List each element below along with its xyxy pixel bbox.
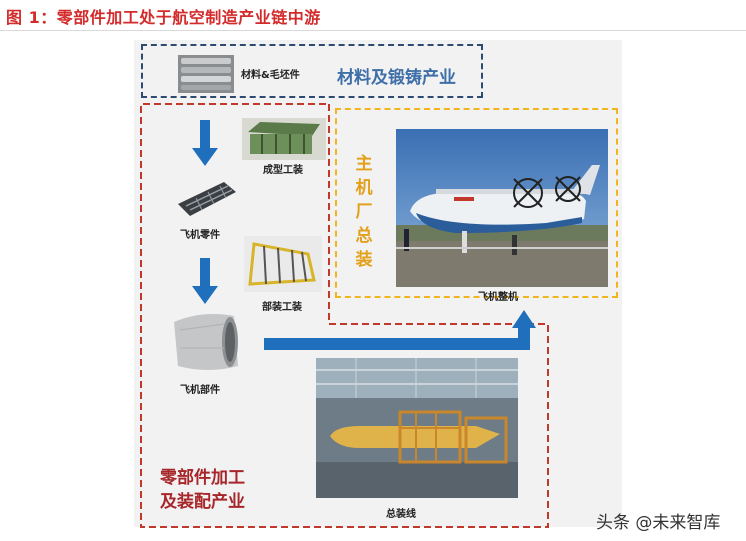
assembly-section-border [335,108,618,298]
aircraft-component-label: 飞机部件 [180,385,220,396]
down-arrow-icon [192,258,218,304]
assembly-tooling-image [244,236,322,292]
aircraft-part-image [178,182,236,216]
materials-section-label: 材料及锻铸产业 [337,68,456,88]
assembly-tooling-label: 部装工装 [262,302,302,313]
assembly-vertical-label: 主机厂总装 [355,154,373,270]
assembly-line-photo [316,358,518,498]
watermark: 头条 @未来智库 [596,513,721,533]
title-divider [0,30,746,31]
aircraft-part-label: 飞机零件 [180,230,220,241]
parts-section-label-line1: 零部件加工 [160,468,245,488]
materials-section-border [141,44,483,98]
down-arrow-icon [192,120,218,166]
forming-tooling-label: 成型工装 [263,165,303,176]
assembly-line-label: 总装线 [386,509,416,520]
materials-item-label: 材料&毛坯件 [241,70,300,81]
flow-arrow-icon [264,310,536,350]
parts-section-label-line2: 及装配产业 [160,492,245,512]
forming-tooling-image [242,118,326,160]
aircraft-photo [396,129,608,287]
figure-title: 图 1：零部件加工处于航空制造产业链中游 [6,8,321,27]
billet-image [178,55,234,93]
aircraft-component-image [174,314,238,370]
aircraft-label: 飞机整机 [478,292,518,303]
